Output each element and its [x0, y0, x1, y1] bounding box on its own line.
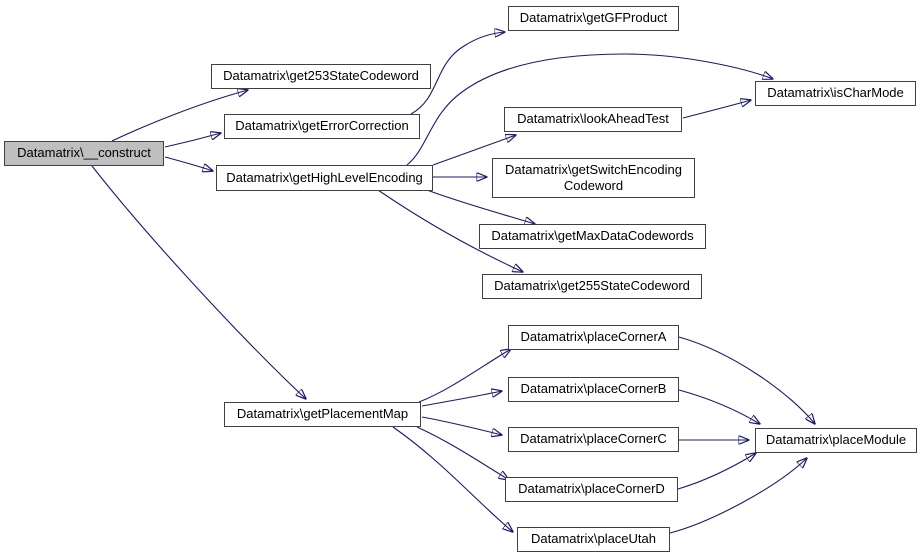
node-placecornerd[interactable]: Datamatrix\placeCornerD [505, 477, 678, 502]
node-get255statecodeword[interactable]: Datamatrix\get255StateCodeword [482, 274, 702, 299]
edge-gethighlevelencoding-to-ischarmode [406, 53, 773, 166]
edge-placecornerb-to-placemodule [678, 389, 760, 424]
node-construct[interactable]: Datamatrix\__construct [4, 141, 164, 166]
edge-geterrorcorrection-to-getgfproduct [410, 32, 505, 115]
edge-getplacementmap-to-placecornerb [421, 391, 502, 407]
edge-gethighlevelencoding-to-lookaheadtest [432, 135, 516, 166]
edge-construct-to-gethighlevelencoding [164, 156, 213, 171]
edge-lookaheadtest-to-ischarmode [682, 100, 751, 119]
node-getplacementmap[interactable]: Datamatrix\getPlacementMap [224, 402, 421, 427]
node-geterrorcorrection[interactable]: Datamatrix\getErrorCorrection [224, 114, 420, 139]
edge-construct-to-geterrorcorrection [164, 133, 221, 148]
edge-getplacementmap-to-placeutah [392, 426, 513, 532]
node-placecornerc[interactable]: Datamatrix\placeCornerC [508, 427, 679, 452]
node-placecornera[interactable]: Datamatrix\placeCornerA [508, 325, 679, 350]
node-getgfproduct[interactable]: Datamatrix\getGFProduct [508, 6, 679, 31]
node-gethighlevelencoding[interactable]: Datamatrix\getHighLevelEncoding [216, 165, 433, 191]
node-get253statecodeword[interactable]: Datamatrix\get253StateCodeword [211, 64, 431, 89]
node-ischarmode[interactable]: Datamatrix\isCharMode [755, 81, 916, 106]
edge-getplacementmap-to-placecornerd [416, 426, 509, 480]
node-getswitchencodingcodeword[interactable]: Datamatrix\getSwitchEncoding Codeword [492, 158, 695, 198]
edge-placeutah-to-placemodule [669, 458, 807, 534]
node-placemodule[interactable]: Datamatrix\placeModule [755, 428, 917, 453]
edge-placecornerd-to-placemodule [677, 453, 756, 490]
edge-gethighlevelencoding-to-getmaxdatacodewords [426, 189, 535, 224]
node-getmaxdatacodewords[interactable]: Datamatrix\getMaxDataCodewords [479, 224, 706, 249]
node-placecornerb[interactable]: Datamatrix\placeCornerB [508, 377, 679, 402]
edge-getplacementmap-to-placecornerc [421, 416, 502, 435]
node-lookaheadtest[interactable]: Datamatrix\lookAheadTest [504, 107, 682, 132]
edge-construct-to-getplacementmap [91, 165, 306, 399]
edge-getplacementmap-to-placecornera [418, 349, 511, 403]
edge-construct-to-get253statecodeword [111, 90, 248, 142]
edge-gethighlevelencoding-to-get255statecodeword [377, 189, 523, 272]
edge-placecornera-to-placemodule [678, 336, 815, 424]
node-placeutah[interactable]: Datamatrix\placeUtah [517, 527, 670, 552]
